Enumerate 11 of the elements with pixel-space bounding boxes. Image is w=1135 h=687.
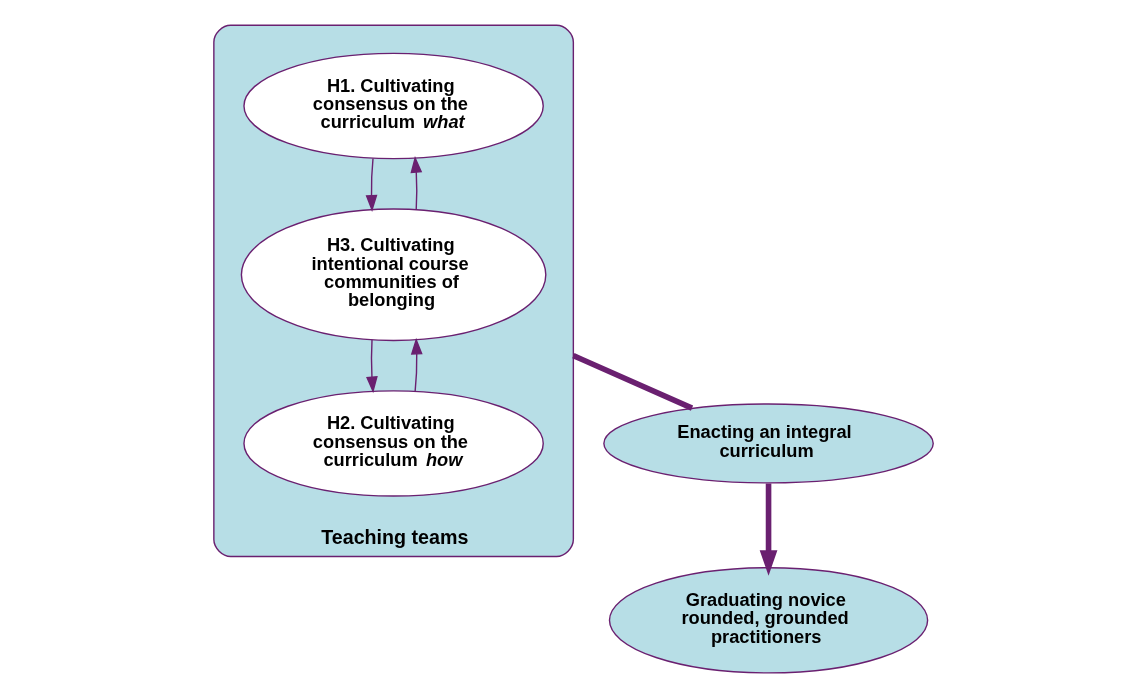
arrow <box>409 155 422 211</box>
arrow <box>410 337 423 392</box>
connector <box>571 353 693 411</box>
node-ellipse: Enacting an integral curriculum <box>602 403 934 484</box>
arrow <box>759 483 777 576</box>
node-ellipse: Graduating novice rounded, grounded practitioners <box>608 567 928 674</box>
arrow <box>365 339 378 394</box>
arrow <box>365 157 377 212</box>
node-ellipse: H2. Cultivating consensus on the curriculum how <box>242 390 544 497</box>
node-ellipse: H3. Cultivating intentional course communities of belonging <box>240 208 546 342</box>
node-ellipse: H1. Cultivating consensus on the curriculum what <box>242 52 544 160</box>
